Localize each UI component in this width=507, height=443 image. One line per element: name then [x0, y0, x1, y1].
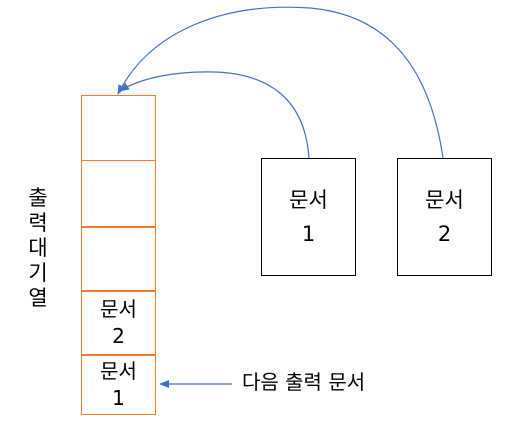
queue-label-char: 력 [28, 211, 48, 235]
queue-slot [82, 160, 155, 226]
queue-label-char: 출 [28, 186, 48, 210]
next-output-label: 다음 출력 문서 [242, 370, 366, 394]
queue-slot-line1: 문서 [100, 359, 137, 383]
document-title: 문서 [425, 188, 464, 212]
queue-slot-document-1: 문서 1 [82, 354, 155, 414]
document-title: 문서 [289, 188, 328, 212]
queue-slot-line1: 문서 [100, 297, 137, 321]
queue-slot [82, 96, 155, 160]
document-2-box: 문서 2 [397, 158, 492, 276]
document-number: 1 [301, 222, 316, 246]
queue-slot-line2: 1 [112, 386, 125, 410]
queue-slot [82, 226, 155, 290]
document-1-box: 문서 1 [261, 158, 356, 276]
queue-label-char: 기 [28, 261, 48, 285]
document-number: 2 [437, 222, 452, 246]
arrow-doc1-to-queue [119, 71, 310, 159]
arrow-doc2-to-queue [117, 6, 444, 159]
print-queue: 문서 2 문서 1 [81, 95, 156, 415]
queue-slot-line2: 2 [112, 324, 125, 348]
queue-label: 출 력 대 기 열 [26, 186, 50, 311]
queue-label-char: 대 [28, 236, 48, 260]
queue-slot-document-2: 문서 2 [82, 290, 155, 354]
queue-label-char: 열 [28, 286, 48, 310]
